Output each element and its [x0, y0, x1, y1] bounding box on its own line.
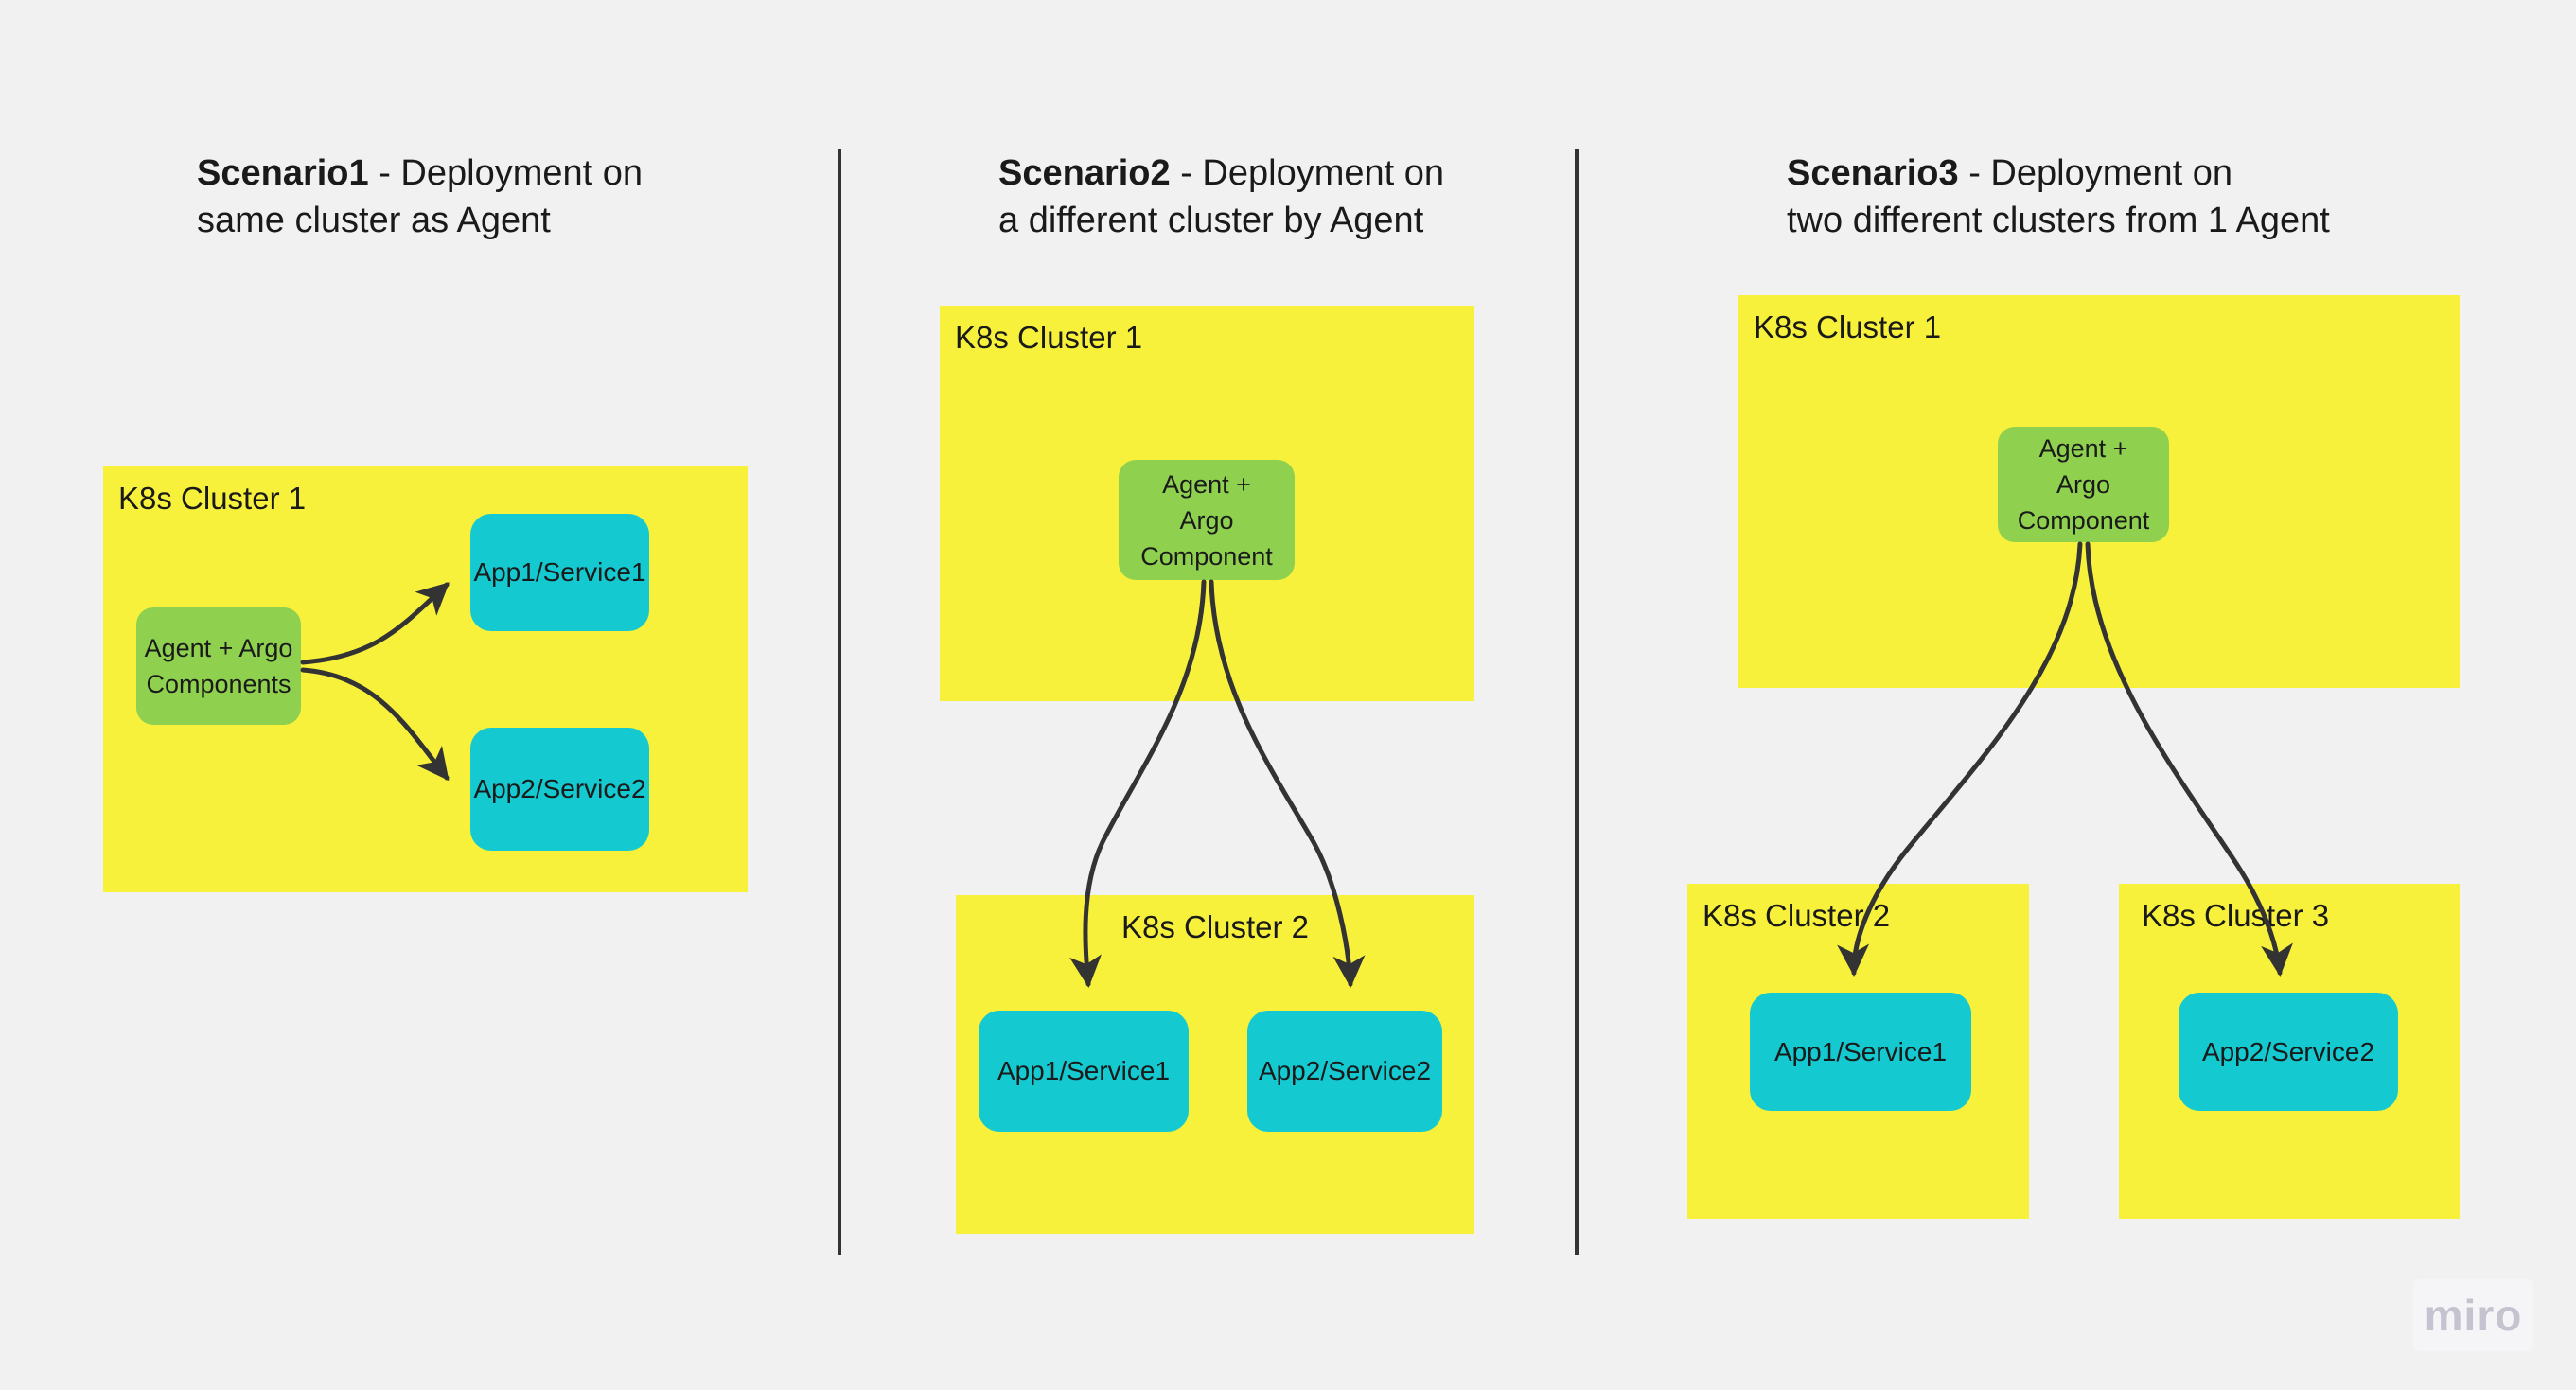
s2-cluster1-label: K8s Cluster 1 [955, 320, 1143, 355]
scenario1-title-line1: Scenario1 - Deployment on [197, 150, 643, 197]
s3-agent-label-line1: Agent + [2038, 434, 2128, 463]
scenario2-title-rest: - Deployment on [1170, 153, 1445, 193]
scenario2-title-line2: a different cluster by Agent [998, 201, 1424, 240]
scenario2-title[interactable]: Scenario2 - Deployment on a different cl… [998, 150, 1444, 244]
divider-line-1[interactable] [838, 149, 841, 1255]
scenario3-title-line1: Scenario3 - Deployment on [1787, 150, 2330, 197]
s2-app2-box[interactable]: App2/Service2 [1247, 1011, 1442, 1132]
s3-cluster2-label: K8s Cluster 2 [1703, 898, 1891, 933]
scenario1-title[interactable]: Scenario1 - Deployment on same cluster a… [197, 150, 643, 244]
s3-app2-box[interactable]: App2/Service2 [2179, 993, 2398, 1111]
s1-app2-label: App2/Service2 [473, 774, 646, 803]
s3-agent-label-line2: Argo [2056, 470, 2111, 499]
s1-agent-label-line1: Agent + Argo [144, 634, 293, 662]
s2-cluster1-box[interactable]: K8s Cluster 1 [940, 306, 1474, 701]
scenario1-title-name: Scenario1 [197, 153, 369, 193]
scenario3-title-rest: - Deployment on [1958, 153, 2233, 193]
s2-agent-box[interactable]: Agent + Argo Component [1119, 460, 1295, 580]
s1-app1-label: App1/Service1 [473, 557, 646, 587]
scenario2-title-line1: Scenario2 - Deployment on [998, 150, 1444, 197]
scenario1-title-rest: - Deployment on [368, 153, 644, 193]
s3-app2-label: App2/Service2 [2201, 1036, 2375, 1066]
s2-agent-label-line2: Argo [1179, 505, 1234, 535]
scenario3-title[interactable]: Scenario3 - Deployment on two different … [1787, 150, 2330, 244]
s3-cluster3-label: K8s Cluster 3 [2142, 898, 2330, 933]
s2-app2-label: App2/Service2 [1258, 1056, 1432, 1085]
s1-app1-box[interactable]: App1/Service1 [470, 514, 649, 631]
s3-agent-box[interactable]: Agent + Argo Component [1998, 427, 2169, 542]
s1-agent-label-line2: Components [146, 670, 291, 698]
s2-app1-label: App1/Service1 [997, 1056, 1171, 1085]
miro-watermark: miro [2413, 1279, 2533, 1351]
s3-app1-label: App1/Service1 [1773, 1036, 1948, 1066]
s1-agent-box[interactable]: Agent + Argo Components [136, 607, 301, 725]
s3-app1-box[interactable]: App1/Service1 [1750, 993, 1971, 1111]
scenario3-title-line2: two different clusters from 1 Agent [1787, 201, 2330, 240]
s2-agent-label-line3: Component [1140, 541, 1273, 571]
s2-cluster2-label: K8s Cluster 2 [1120, 909, 1310, 944]
divider-line-2[interactable] [1575, 149, 1579, 1255]
s1-app2-box[interactable]: App2/Service2 [470, 728, 649, 851]
s3-agent-label-line3: Component [2017, 506, 2150, 535]
s2-agent-label-line1: Agent + [1162, 469, 1251, 499]
s3-cluster1-label: K8s Cluster 1 [1754, 309, 1942, 344]
scenario2-title-name: Scenario2 [998, 153, 1171, 193]
scenario1-title-line2: same cluster as Agent [197, 201, 551, 240]
scenario3-title-name: Scenario3 [1787, 153, 1959, 193]
miro-watermark-label: miro [2424, 1291, 2523, 1340]
s1-cluster1-label: K8s Cluster 1 [118, 481, 307, 516]
s2-app1-box[interactable]: App1/Service1 [979, 1011, 1189, 1132]
